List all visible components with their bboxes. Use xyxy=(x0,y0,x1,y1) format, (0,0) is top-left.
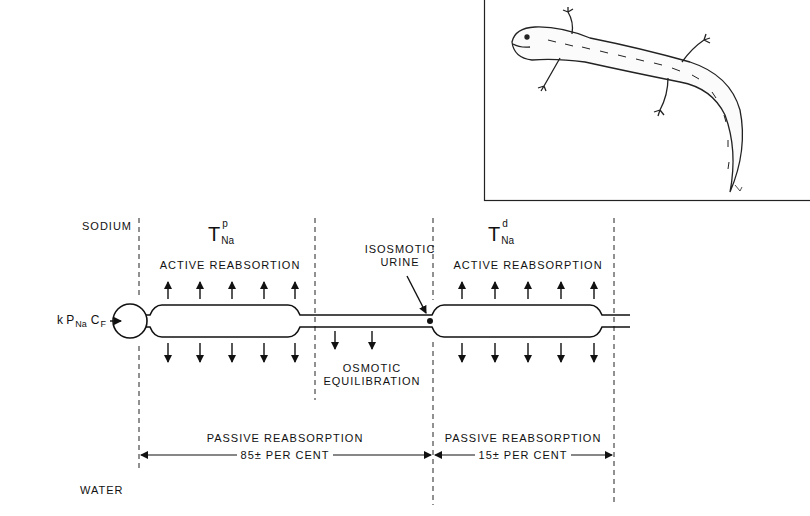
formula-subscript: Na xyxy=(75,319,87,330)
process-label: ACTIVE REABSORPTION xyxy=(453,259,602,272)
process-label: ACTIVE REABSORTION xyxy=(160,259,301,272)
formula-subscript: F xyxy=(101,319,107,330)
process-label: PASSIVE REABSORPTION xyxy=(207,432,364,445)
isosmotic-point xyxy=(427,318,433,324)
transport-superscript: d xyxy=(502,218,508,230)
percent-label: 15± PER CENT xyxy=(475,449,572,462)
tubule-wall xyxy=(146,305,630,337)
axis-label: SODIUM xyxy=(82,220,132,233)
percent-label: 85± PER CENT xyxy=(237,449,334,462)
callout-label: ISOSMOTIC URINE xyxy=(365,243,436,269)
illustration-frame xyxy=(485,0,810,201)
transport-subscript: Na xyxy=(221,235,234,247)
transport-symbol: T xyxy=(208,222,220,246)
process-label: OSMOTIC EQUILIBRATION xyxy=(323,362,420,388)
process-label: PASSIVE REABSORPTION xyxy=(445,432,602,445)
transport-symbol: T xyxy=(488,222,500,246)
transport-superscript: p xyxy=(222,218,228,230)
axis-label: WATER xyxy=(80,484,124,497)
segment-divider xyxy=(139,218,614,505)
formula-term: C xyxy=(91,313,100,327)
formula-term: k P xyxy=(57,313,74,327)
filtrate-arrow xyxy=(110,320,121,321)
reabsorption-arrow xyxy=(168,276,594,362)
transport-subscript: Na xyxy=(501,235,514,247)
salamander-illustration xyxy=(512,7,742,192)
